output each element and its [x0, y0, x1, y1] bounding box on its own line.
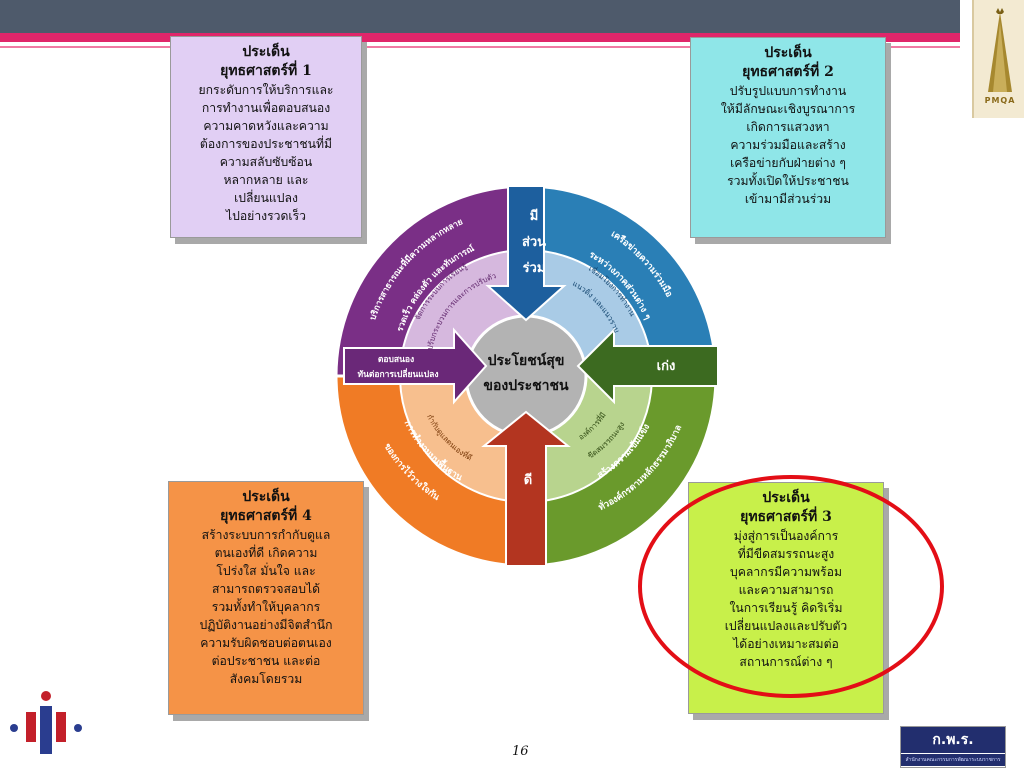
- strategy-box-1: ประเด็น ยุทธศาสตร์ที่ 1 ยกระดับการให้บริ…: [170, 36, 362, 238]
- strategy-2-line: รวมทั้งเปิดให้ประชาชน: [727, 174, 849, 188]
- arrow-bottom-label: ดี: [524, 472, 532, 488]
- strategy-4-line: สร้างระบบการกำกับดูแล: [201, 528, 331, 542]
- center-label: ของประชาชน: [483, 378, 569, 394]
- strategy-box-2: ประเด็น ยุทธศาสตร์ที่ 2 ปรับรูปแบบการทำง…: [690, 37, 886, 238]
- strategy-2-line: เครือข่ายกับฝ่ายต่าง ๆ: [730, 156, 846, 170]
- strategy-2-title: ประเด็น: [764, 45, 812, 61]
- top-accent-band: [0, 33, 960, 42]
- arrow-right-label: เก่ง: [657, 359, 676, 374]
- strategy-1-line: ความสลับซับซ้อน: [219, 155, 313, 169]
- arrow-top-label: มี: [530, 208, 539, 224]
- top-accent-line: [0, 46, 960, 48]
- strategy-1-line: หลากหลาย และ: [223, 173, 309, 187]
- strategy-1-title: ประเด็น: [242, 44, 290, 60]
- center-label: ประโยชน์สุข: [488, 351, 565, 369]
- top-title-bar: [0, 0, 960, 33]
- strategy-box-4: ประเด็น ยุทธศาสตร์ที่ 4 สร้างระบบการกำกั…: [168, 481, 364, 715]
- arrow-top-label: ส่วน: [522, 235, 546, 250]
- strategy-1-line: การทำงานเพื่อตอบสนอง: [201, 101, 331, 115]
- strategy-2-subtitle: ยุทธศาสตร์ที่ 2: [742, 64, 834, 80]
- arrow-bottom: [481, 410, 571, 567]
- highlight-ellipse: [638, 475, 944, 698]
- pmqa-logo-text: PMQA: [984, 96, 1016, 105]
- strategy-4-line: ตนเองที่ดี เกิดความ: [214, 546, 318, 560]
- strategy-1-line: ไปอย่างรวดเร็ว: [226, 209, 306, 223]
- strategy-1-line: เปลี่ยนแปลง: [234, 191, 298, 205]
- strategy-4-title: ประเด็น: [242, 489, 290, 505]
- strategy-4-subtitle: ยุทธศาสตร์ที่ 4: [220, 508, 312, 524]
- strategy-2-line: ปรับรูปแบบการทำงาน: [729, 84, 847, 98]
- strategy-4-line: โปร่งใส มั่นใจ และ: [216, 564, 316, 578]
- strategy-1-subtitle: ยุทธศาสตร์ที่ 1: [220, 63, 312, 79]
- opdc-logo: ก.พ.ร. สำนักงานคณะกรรมการพัฒนาระบบราชการ: [900, 726, 1006, 768]
- strategy-4-line: ความรับผิดชอบต่อตนเอง: [200, 636, 332, 650]
- arrow-left: [343, 327, 488, 405]
- arrow-left-label: ทันต่อการเปลี่ยนแปลง: [357, 367, 438, 380]
- strategy-4-line: รวมทั้งทำให้บุคลากร: [211, 600, 321, 614]
- strategy-1-line: ต้องการของประชาชนที่มี: [199, 137, 333, 151]
- strategy-4-line: ต่อประชาชน และต่อ: [211, 654, 321, 668]
- arrow-top-label: ร่วม: [523, 261, 546, 276]
- strategy-2-line: ความร่วมมือและสร้าง: [730, 138, 846, 152]
- strategy-1-line: ความคาดหวังและความ: [203, 119, 329, 133]
- strategy-2-line: เกิดการแสวงหา: [746, 120, 830, 134]
- strategy-4-line: สามารถตรวจสอบได้: [211, 582, 321, 596]
- ocsc-logo-icon: [10, 691, 82, 754]
- strategy-4-line: สังคมโดยรวม: [229, 672, 303, 686]
- arrow-left-label: ตอบสนอง: [378, 355, 414, 365]
- strategy-1-line: ยกระดับการให้บริการและ: [198, 83, 334, 97]
- arrow-right: [576, 327, 719, 405]
- pmqa-logo: PMQA: [972, 0, 1024, 118]
- strategy-2-line: ให้มีลักษณะเชิงบูรณาการ: [720, 102, 856, 116]
- page-number: 16: [512, 744, 529, 759]
- pmqa-emblem-icon: [988, 8, 1012, 92]
- opdc-logo-abbrev: ก.พ.ร.: [901, 727, 1005, 753]
- strategy-2-line: เข้ามามีส่วนร่วม: [744, 192, 832, 206]
- opdc-logo-name: สำนักงานคณะกรรมการพัฒนาระบบราชการ: [901, 754, 1005, 766]
- strategy-4-line: ปฏิบัติงานอย่างมีจิตสำนึก: [199, 618, 333, 632]
- arrow-top: [485, 185, 567, 322]
